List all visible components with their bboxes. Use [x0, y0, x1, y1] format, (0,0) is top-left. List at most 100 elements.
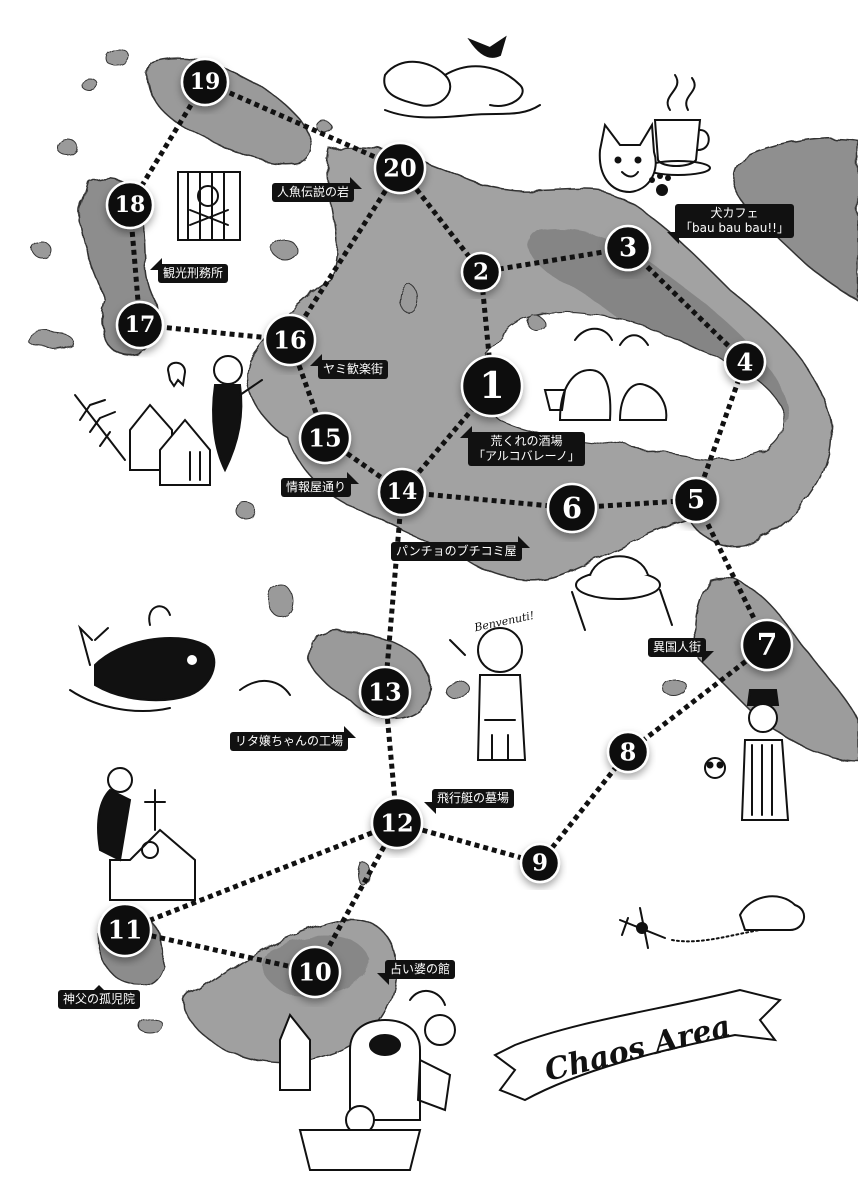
route-12-11: [124, 820, 398, 933]
node-number: 4: [737, 348, 754, 377]
label-dark-district: ヤミ歓楽街: [309, 354, 389, 379]
node-12[interactable]: 12: [370, 796, 424, 850]
dog-icon: [598, 121, 657, 194]
node-number: 18: [115, 192, 146, 218]
node-circle: [460, 354, 524, 418]
route-2-3: [480, 245, 629, 275]
label-prison: 観光刑務所: [149, 258, 229, 283]
label-tavern: 荒くれの酒場 「アルコバレーノ」: [460, 426, 585, 466]
node-circle: [606, 730, 650, 774]
node-4[interactable]: 4: [723, 340, 767, 384]
node-6[interactable]: 6: [546, 482, 598, 534]
island-east: [732, 137, 858, 301]
illustrations: [69, 35, 805, 1171]
node-circle: [97, 902, 153, 958]
church-icon: [97, 767, 196, 901]
fortune-teller-icon: [279, 990, 456, 1171]
node-11[interactable]: 11: [97, 902, 153, 958]
islet-2: [81, 78, 99, 92]
islet-1: [105, 48, 131, 68]
node-circle: [115, 300, 165, 350]
node-circle: [370, 796, 424, 850]
islet-11: [444, 681, 472, 699]
node-circle: [288, 945, 342, 999]
node-number: 10: [298, 958, 331, 987]
route-3-4: [626, 246, 747, 364]
route-4-5: [693, 361, 748, 501]
node-number: 13: [368, 678, 401, 707]
node-number: 1: [479, 365, 504, 407]
islet-4: [32, 241, 52, 259]
node-8[interactable]: 8: [606, 730, 650, 774]
route-12-10: [312, 821, 400, 974]
node-number: 11: [108, 916, 143, 945]
node-15[interactable]: 15: [298, 411, 352, 465]
node-number: 19: [190, 69, 221, 95]
node-10[interactable]: 10: [288, 945, 342, 999]
tavern-crowd-icon: [543, 327, 668, 421]
node-number: 3: [619, 233, 637, 263]
node-circle: [740, 618, 794, 672]
label-fortune-house: 占い婆の館: [376, 960, 456, 985]
islet-7: [400, 285, 420, 315]
label-dog-cafe: 犬カフェ 「bau bau bau!!」: [667, 204, 794, 244]
route-17-16: [139, 322, 291, 343]
islet-8: [526, 314, 544, 330]
label-rita-factory: リタ嬢ちゃんの工場: [230, 726, 357, 751]
node-circle: [723, 340, 767, 384]
label-pancho-shop: パンチョのブチコミ屋: [391, 536, 530, 561]
node-16[interactable]: 16: [263, 313, 317, 367]
coffee-cup-icon: [645, 74, 711, 176]
node-circle: [105, 180, 155, 230]
node-number: 7: [757, 628, 778, 663]
mermaid-icon: [383, 35, 541, 119]
prison-icon: [177, 171, 241, 241]
foreigner-icon: [704, 689, 790, 821]
node-7[interactable]: 7: [740, 618, 794, 672]
node-9[interactable]: 9: [519, 842, 561, 884]
node-17[interactable]: 17: [115, 300, 165, 350]
node-14[interactable]: 14: [377, 467, 427, 517]
label-mermaid-rock: 人魚伝説の岩: [272, 177, 363, 202]
islet-13: [137, 1016, 163, 1034]
route-14-6: [401, 489, 573, 511]
node-19[interactable]: 19: [180, 57, 230, 107]
node-circle: [519, 842, 561, 884]
node-circle: [373, 141, 427, 195]
route-9-12: [396, 820, 541, 866]
food-plate-icon: [571, 555, 673, 631]
islet-5: [27, 331, 73, 349]
node-number: 20: [383, 154, 416, 183]
node-circle: [672, 476, 720, 524]
node-number: 8: [620, 738, 637, 767]
node-1[interactable]: 1: [460, 354, 524, 418]
node-circle: [358, 665, 412, 719]
route-15-14: [323, 435, 404, 495]
node-circle: [604, 224, 652, 272]
island-north: [146, 56, 311, 165]
node-number: 17: [125, 312, 156, 338]
node-number: 5: [687, 485, 705, 515]
label-info-street: 情報屋通り: [281, 472, 360, 497]
node-number: 6: [562, 491, 582, 525]
node-2[interactable]: 2: [460, 251, 502, 293]
town-houses-icon: [129, 403, 211, 486]
banner-ribbon: [493, 988, 782, 1102]
node-20[interactable]: 20: [373, 141, 427, 195]
node-number: 2: [473, 259, 489, 286]
node-5[interactable]: 5: [672, 476, 720, 524]
node-13[interactable]: 13: [358, 665, 412, 719]
islet-14: [359, 862, 371, 888]
airplane-icon: [619, 895, 805, 949]
node-18[interactable]: 18: [105, 180, 155, 230]
node-number: 12: [380, 809, 413, 838]
node-3[interactable]: 3: [604, 224, 652, 272]
node-circle: [377, 467, 427, 517]
islet-9: [267, 583, 293, 617]
node-circle: [263, 313, 317, 367]
islet-12: [662, 678, 688, 698]
label-orphanage: 神父の孤児院: [58, 985, 141, 1009]
whale-icon: [69, 605, 291, 712]
